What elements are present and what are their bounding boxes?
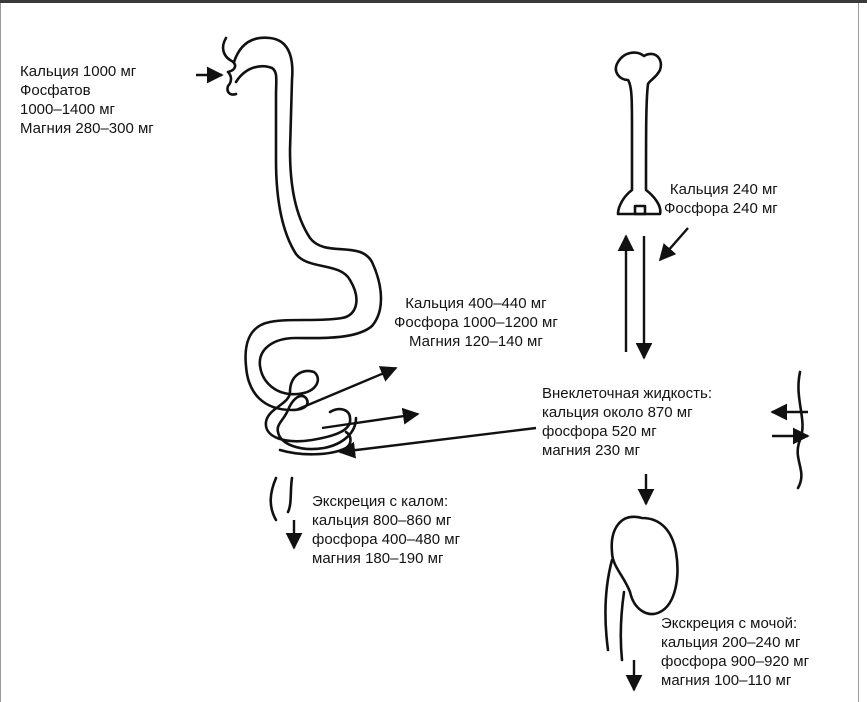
urinary-line-4: магния 100–110 мг [661, 671, 809, 690]
absorption-line-2: Фосфора 1000–1200 мг [394, 313, 558, 332]
urinary-excretion-label: Экскреция с мочой: кальция 200–240 мг фо… [661, 614, 809, 690]
extracellular-line-4: магния 230 мг [542, 441, 712, 460]
intake-line-3: 1000–1400 мг [20, 100, 154, 119]
intake-line-1: Кальция 1000 мг [20, 62, 154, 81]
fecal-line-4: магния 180–190 мг [312, 549, 460, 568]
extracellular-line-3: фосфора 520 мг [542, 422, 712, 441]
bone-line-1: Кальция 240 мг [664, 180, 778, 199]
rectum [271, 478, 292, 520]
bone-diag-arrow [660, 228, 688, 260]
urinary-line-2: кальция 200–240 мг [661, 633, 809, 652]
fecal-excretion-label: Экскреция с калом: кальция 800–860 мг фо… [312, 492, 460, 568]
extracellular-line-1: Внеклеточная жидкость: [542, 384, 712, 403]
cell-membrane-line [798, 372, 803, 488]
fecal-line-3: фосфора 400–480 мг [312, 530, 460, 549]
bone-exchange-label: Кальция 240 мг Фосфора 240 мг [664, 180, 778, 218]
extracellular-line-2: кальция около 870 мг [542, 403, 712, 422]
fecal-line-2: кальция 800–860 мг [312, 511, 460, 530]
bone-line-2: Фосфора 240 мг [664, 199, 778, 218]
absorption-arrow-2 [322, 414, 418, 428]
absorption-label: Кальция 400–440 мг Фосфора 1000–1200 мг … [394, 294, 558, 351]
kidney-outline [612, 517, 678, 614]
extracellular-label: Внеклеточная жидкость: кальция около 870… [542, 384, 712, 460]
secretion-arrow [340, 428, 536, 452]
bone-joint [635, 206, 645, 214]
mouth-outline [223, 38, 236, 95]
urinary-line-1: Экскреция с мочой: [661, 614, 809, 633]
fecal-line-1: Экскреция с калом: [312, 492, 460, 511]
urinary-line-3: фосфора 900–920 мг [661, 652, 809, 671]
absorption-line-3: Магния 120–140 мг [394, 332, 558, 351]
intake-label: Кальция 1000 мг Фосфатов 1000–1400 мг Ма… [20, 62, 154, 138]
bone-outline [616, 53, 661, 214]
intake-line-4: Магния 280–300 мг [20, 119, 154, 138]
absorption-line-1: Кальция 400–440 мг [394, 294, 558, 313]
gi-tract-outer [234, 38, 381, 442]
intake-line-2: Фосфатов [20, 81, 154, 100]
